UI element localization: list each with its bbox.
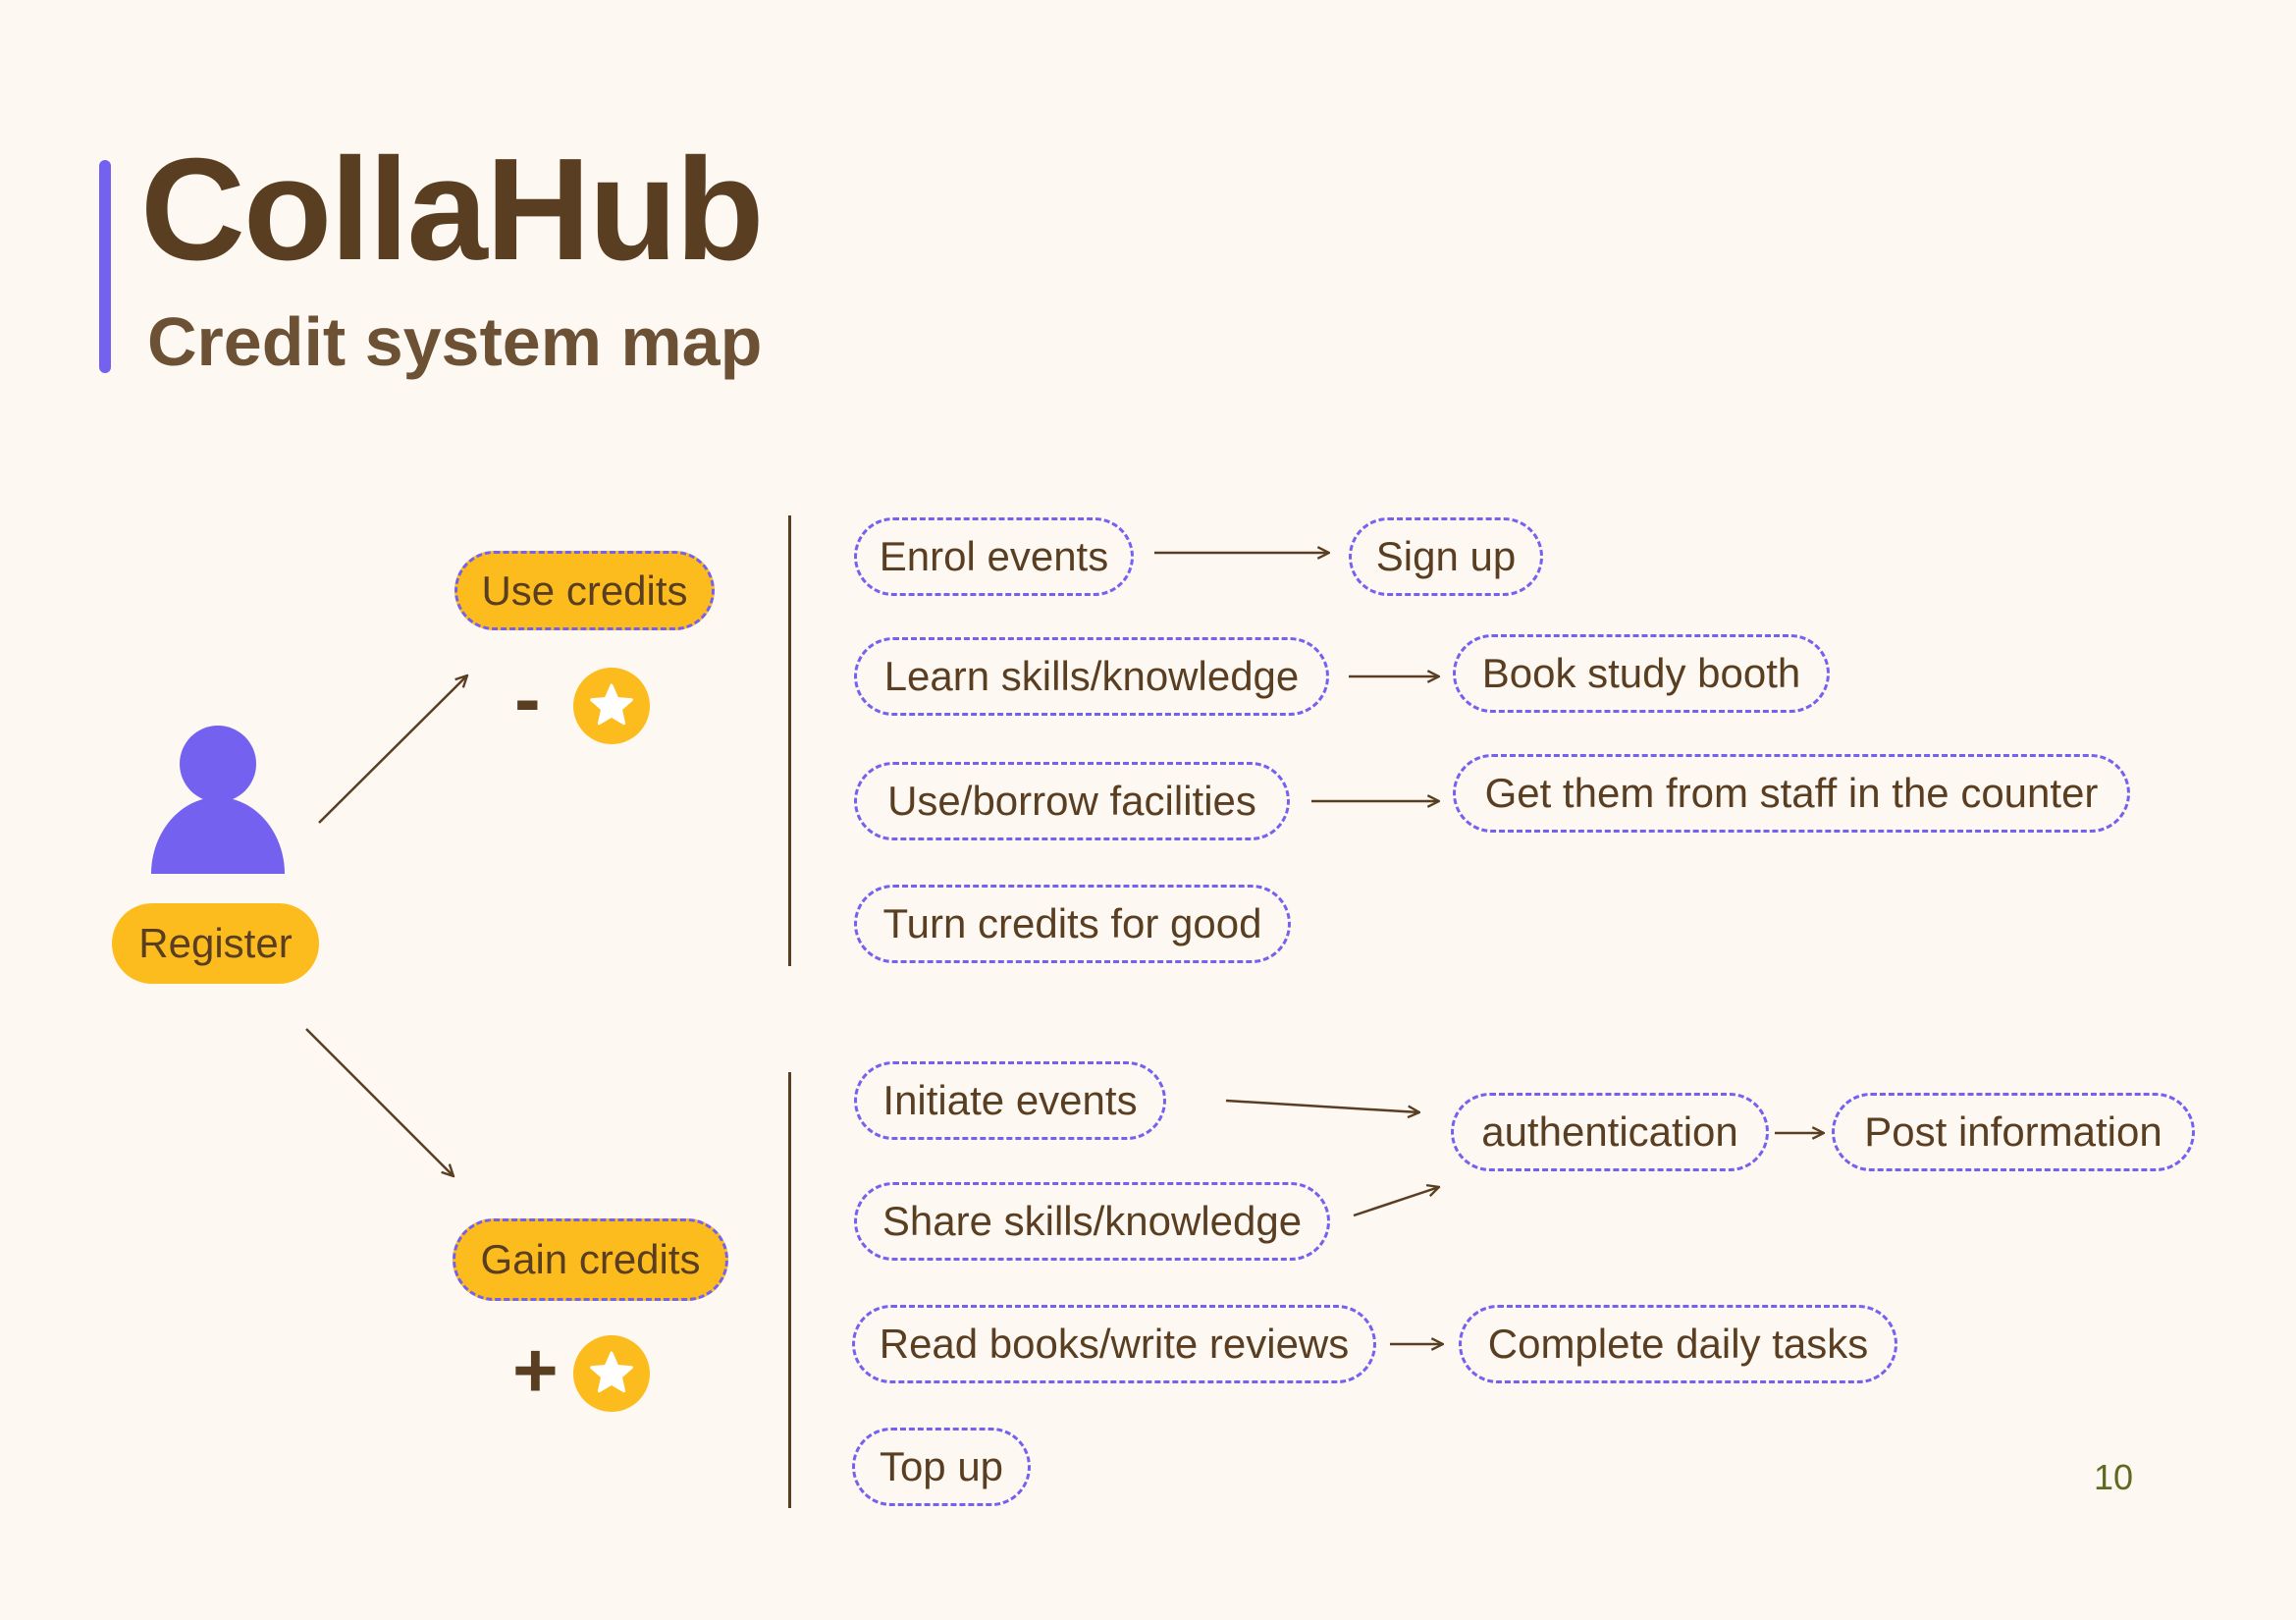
use-item-learn-skills[interactable]: Learn skills/knowledge — [854, 637, 1329, 716]
item-label: Enrol events — [879, 533, 1109, 579]
gain-item-top-up[interactable]: Top up — [852, 1428, 1031, 1506]
page-title: CollaHub — [140, 129, 765, 291]
page-subtitle: Credit system map — [147, 303, 763, 380]
page-number: 10 — [2094, 1457, 2134, 1497]
gain-item-read-books[interactable]: Read books/write reviews — [852, 1305, 1376, 1383]
target-sign-up[interactable]: Sign up — [1349, 517, 1543, 596]
minus-sign: - — [514, 655, 541, 742]
item-label: Learn skills/knowledge — [883, 653, 1300, 699]
item-label: Share skills/knowledge — [881, 1198, 1303, 1244]
arrow-share-to-auth — [1353, 1187, 1439, 1217]
target-staff-counter[interactable]: Get them from staff in the counter — [1453, 754, 2130, 833]
arrow-register-to-use — [318, 675, 467, 824]
use-item-turn-credits-good[interactable]: Turn credits for good — [854, 885, 1291, 963]
use-credits-label: Use credits — [481, 567, 688, 614]
item-label: Initiate events — [882, 1077, 1138, 1123]
user-icon — [151, 726, 285, 874]
title-accent-bar — [99, 160, 111, 373]
target-post-information[interactable]: Post information — [1832, 1093, 2195, 1171]
item-label: Sign up — [1375, 533, 1517, 579]
register-label: Register — [138, 920, 293, 966]
item-label: Post information — [1864, 1108, 2163, 1155]
item-label: Book study booth — [1481, 650, 1801, 696]
target-complete-daily-tasks[interactable]: Complete daily tasks — [1459, 1305, 1897, 1383]
plus-sign: + — [512, 1326, 559, 1414]
item-label: Get them from staff in the counter — [1484, 770, 2099, 816]
use-credits-node[interactable]: Use credits — [454, 551, 715, 630]
item-label: Turn credits for good — [882, 900, 1262, 946]
item-label: Use/borrow facilities — [887, 778, 1256, 824]
gain-item-share-skills[interactable]: Share skills/knowledge — [854, 1182, 1330, 1261]
register-button[interactable]: Register — [112, 903, 319, 984]
gain-credits-label: Gain credits — [480, 1236, 701, 1282]
arrow-initiate-to-auth — [1225, 1099, 1419, 1112]
item-label: authentication — [1481, 1108, 1738, 1155]
use-item-borrow-facilities[interactable]: Use/borrow facilities — [854, 762, 1290, 840]
gain-credits-node[interactable]: Gain credits — [453, 1218, 728, 1301]
use-branch-line — [788, 515, 791, 966]
item-label: Read books/write reviews — [879, 1321, 1350, 1367]
use-item-enrol-events[interactable]: Enrol events — [854, 517, 1134, 596]
item-label: Complete daily tasks — [1487, 1321, 1869, 1367]
star-coin-icon — [573, 1335, 650, 1412]
arrow-register-to-gain — [305, 1028, 454, 1176]
target-authentication[interactable]: authentication — [1451, 1093, 1769, 1171]
item-label: Top up — [879, 1443, 1004, 1489]
gain-branch-line — [788, 1072, 791, 1508]
target-book-study-booth[interactable]: Book study booth — [1453, 634, 1830, 713]
gain-item-initiate-events[interactable]: Initiate events — [854, 1061, 1166, 1140]
star-coin-icon — [573, 668, 650, 744]
